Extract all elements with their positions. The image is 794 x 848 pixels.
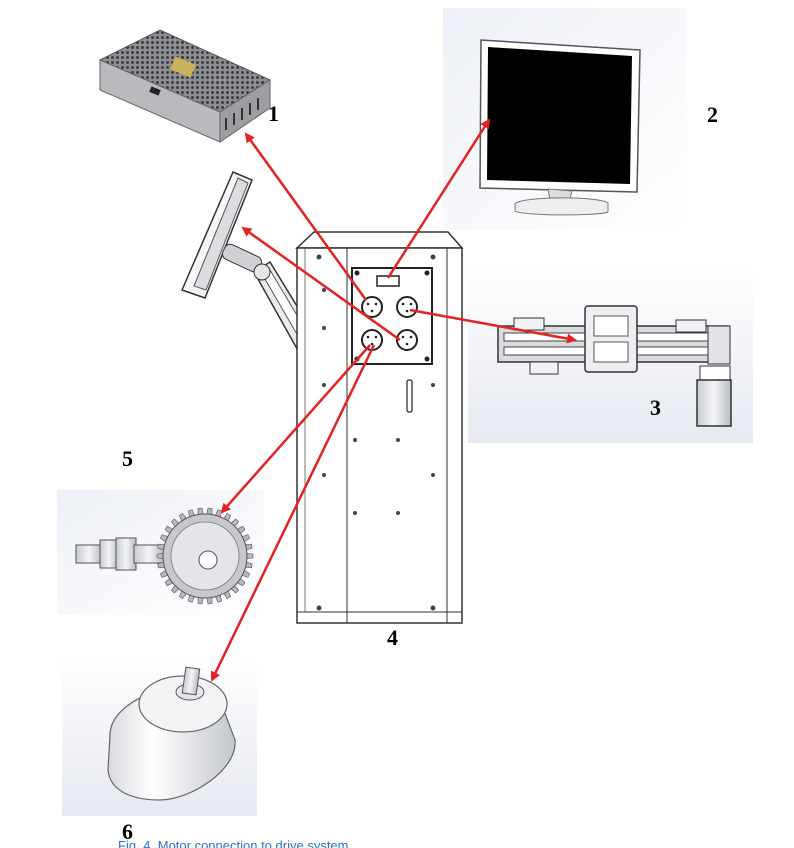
power-supply-icon [98,29,272,143]
figure-caption: Fig. 4. Motor connection to drive system [118,838,349,848]
label-linear-stage: 3 [650,395,661,420]
label-control-box: 4 [387,625,398,650]
arrow-to-monitor [386,118,491,279]
label-power-supply: 1 [268,101,279,126]
arrow-to-gear [220,344,371,514]
control-box-icon [295,231,464,624]
motor-icon [107,666,236,801]
linear-stage-icon [497,305,732,427]
label-monitor: 2 [707,102,718,127]
arrow-to-linear-stage [409,308,577,344]
gear-icon [75,507,254,605]
arrow-to-power-supply [244,132,368,301]
label-gear: 5 [122,446,133,471]
monitor-icon [479,39,641,216]
connection-arrows [210,118,577,682]
arrow-to-motor [210,344,376,682]
arrow-to-touch-panel [241,226,401,342]
label-motor: 6 [122,819,133,844]
